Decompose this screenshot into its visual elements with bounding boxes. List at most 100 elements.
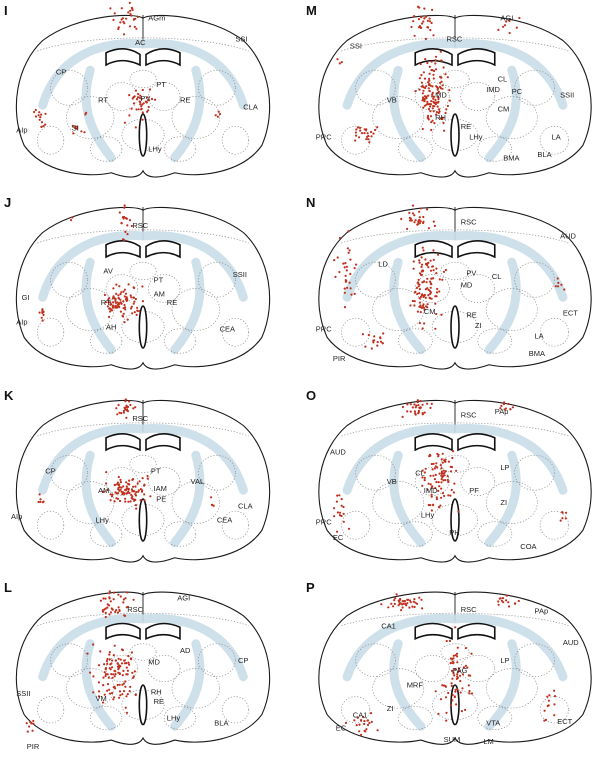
cell-dot (456, 688, 459, 691)
cell-dot (409, 410, 412, 413)
region-label: RE (180, 96, 190, 105)
cell-dot (125, 487, 128, 490)
cell-dot (138, 96, 141, 99)
labelled-cells (333, 204, 566, 350)
cell-dot (423, 77, 427, 80)
cell-dot (115, 609, 118, 612)
cell-dot (413, 403, 416, 406)
cell-dot (376, 729, 379, 732)
cell-dot (413, 221, 416, 224)
cell-dot (444, 268, 447, 272)
cell-dot (113, 669, 116, 673)
cell-dot (125, 492, 128, 495)
cell-dot (372, 339, 375, 342)
cell-dot (420, 294, 423, 297)
cell-dot (214, 114, 217, 117)
cell-dot (149, 495, 152, 498)
cell-dot (418, 301, 421, 304)
cell-dot (134, 693, 137, 696)
region-label: RT (98, 96, 108, 105)
cell-dot (419, 407, 422, 410)
cell-dot (430, 277, 433, 280)
region-label: AC (135, 38, 146, 47)
cell-dot (342, 262, 345, 265)
cell-dot (422, 249, 425, 252)
cell-dot (425, 103, 428, 106)
cell-dot (133, 311, 136, 314)
cell-dot (132, 407, 135, 410)
cell-dot (210, 496, 213, 499)
panel-letter: N (306, 195, 315, 210)
cell-dot (140, 97, 143, 100)
cell-dot (440, 487, 443, 490)
cell-dot (450, 669, 454, 673)
cell-dot (122, 312, 125, 315)
cell-dot (429, 504, 432, 507)
cell-dot (116, 662, 119, 665)
cell-dot (132, 302, 135, 305)
cell-dot (363, 132, 366, 135)
cell-dot (132, 102, 136, 105)
cell-dot (454, 626, 457, 629)
cell-dot (117, 593, 120, 596)
region-label: AM (154, 289, 165, 298)
cell-dot (426, 61, 429, 65)
cell-dot (437, 481, 440, 484)
cell-dot (435, 312, 438, 316)
cell-dot (105, 471, 108, 474)
region-label: LD (378, 260, 388, 269)
cell-dot (445, 719, 448, 722)
cell-dot (41, 308, 44, 311)
cell-dot (124, 292, 128, 295)
region-label: GI (22, 293, 30, 302)
cell-dot (413, 598, 416, 601)
region-label: MRF (407, 681, 424, 690)
cell-dot (419, 311, 422, 314)
cell-dot (119, 658, 122, 661)
cell-dot (430, 493, 433, 496)
cell-dot (132, 675, 135, 678)
cell-dot (139, 499, 142, 502)
cell-dot (138, 310, 141, 313)
cell-dot (102, 684, 105, 687)
cell-dot (443, 472, 446, 475)
cell-dot (344, 274, 347, 277)
region-label: SSI (350, 41, 362, 50)
cell-dot (428, 77, 431, 80)
cell-dot (123, 690, 126, 693)
cell-dot (130, 224, 133, 228)
cell-dot (451, 693, 454, 697)
cell-dot (141, 477, 144, 480)
cell-dot (125, 711, 129, 714)
cell-dot (127, 500, 130, 503)
cell-dot (136, 309, 139, 312)
cell-dot (373, 335, 376, 338)
cell-dot (109, 692, 112, 695)
cell-dot (422, 20, 425, 23)
cell-dot (439, 50, 442, 53)
cell-dot (71, 124, 74, 127)
region-label: PV (466, 268, 476, 277)
cell-dot (427, 81, 430, 84)
cell-dot (470, 652, 473, 655)
cell-dot (116, 497, 120, 500)
cell-dot (71, 216, 74, 219)
region-label: AGm (148, 13, 165, 22)
cell-dot (440, 467, 443, 470)
cell-dot (436, 91, 439, 95)
cell-dot (418, 292, 421, 295)
cell-dot (38, 493, 41, 496)
cell-dot (103, 671, 106, 674)
cell-dot (134, 89, 137, 92)
cell-dot (379, 337, 382, 340)
cell-dot (449, 661, 452, 665)
cell-dot (432, 97, 435, 100)
cell-dot (39, 500, 42, 503)
cell-dot (401, 606, 404, 609)
cell-dot (427, 87, 430, 90)
region-label: PC (512, 87, 523, 96)
cell-dot (442, 66, 445, 69)
cell-dot (435, 498, 438, 501)
labelled-cells (25, 590, 137, 733)
region-label: SI (72, 124, 79, 133)
